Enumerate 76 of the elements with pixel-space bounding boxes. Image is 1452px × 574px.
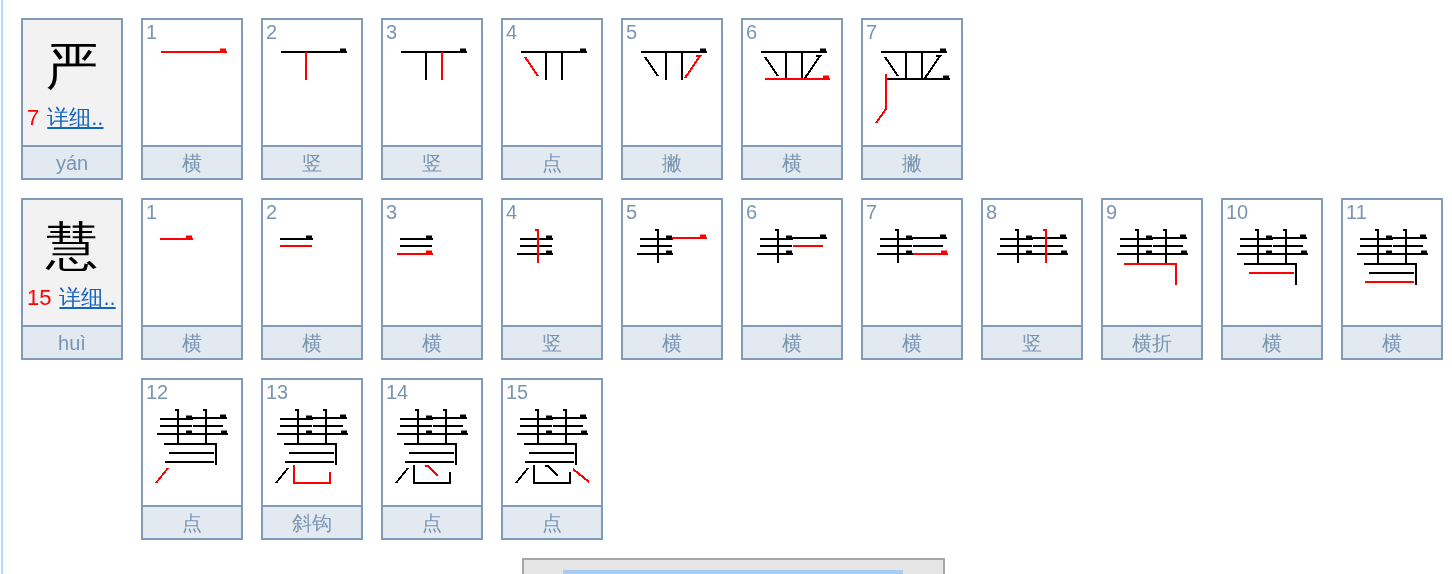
- stroke-card: [861, 198, 963, 360]
- stroke-name: 竖: [1022, 331, 1042, 354]
- stroke-name: 横折: [1132, 331, 1172, 354]
- stroke-card: [981, 198, 1083, 360]
- stroke-name: 横: [1262, 331, 1282, 354]
- stroke-name: 撇: [902, 151, 922, 174]
- stroke-number: 3: [386, 202, 398, 222]
- pinyin: yán: [55, 151, 89, 174]
- stroke-number: 4: [506, 202, 518, 222]
- stroke-number: 7: [866, 22, 878, 42]
- stroke-name: 斜钩: [292, 511, 332, 534]
- stroke-name: 横: [782, 331, 802, 354]
- stroke-card: [501, 198, 603, 360]
- stroke-count: 15: [27, 285, 52, 310]
- character: 严: [46, 38, 98, 94]
- stroke-number: 2: [266, 202, 278, 222]
- stroke-count: 7: [27, 105, 40, 130]
- stroke-number: 6: [746, 202, 758, 222]
- stroke-card: [261, 18, 363, 180]
- stroke-number: 7: [866, 202, 878, 222]
- stroke-name: 横: [182, 331, 202, 354]
- stroke-number: 5: [626, 22, 638, 42]
- stroke-name: 横: [1382, 331, 1402, 354]
- stroke-number: 9: [1106, 202, 1118, 222]
- stroke-card: [261, 378, 363, 540]
- stroke-number: 11: [1346, 202, 1367, 222]
- stroke-number: 10: [1226, 202, 1249, 222]
- pinyin: huì: [58, 331, 86, 354]
- details-link: 详细..: [47, 105, 104, 130]
- stroke-card: [1101, 198, 1203, 360]
- stroke-name: 横: [662, 331, 682, 354]
- stroke-number: 13: [266, 382, 289, 402]
- character-card: [21, 198, 123, 360]
- stroke-name: 点: [542, 151, 562, 174]
- stroke-number: 12: [146, 382, 169, 402]
- stroke-number: 5: [626, 202, 638, 222]
- stroke-name: 点: [542, 511, 562, 534]
- stroke-number: 2: [266, 22, 278, 42]
- stroke-number: 8: [986, 202, 998, 222]
- stroke-name: 竖: [302, 151, 322, 174]
- stroke-name: 横: [422, 331, 442, 354]
- stroke-name: 竖: [542, 331, 562, 354]
- character-card: [21, 18, 123, 180]
- stroke-card: [1221, 198, 1323, 360]
- stroke-card: [381, 198, 483, 360]
- stroke-card: [501, 18, 603, 180]
- stroke-card: [381, 378, 483, 540]
- stroke-number: 3: [386, 22, 398, 42]
- stroke-name: 竖: [422, 151, 442, 174]
- stroke-card: [621, 198, 723, 360]
- stroke-card: [1341, 198, 1443, 360]
- stroke-card: [141, 198, 243, 360]
- stroke-name: 点: [182, 511, 202, 534]
- stroke-name: 横: [782, 151, 802, 174]
- stroke-number: 15: [506, 382, 529, 402]
- stroke-name: 撇: [662, 151, 682, 174]
- stroke-number: 6: [746, 22, 758, 42]
- stroke-card: [381, 18, 483, 180]
- stroke-card: [861, 18, 963, 180]
- character: 慧: [46, 218, 98, 274]
- stroke-name: 横: [182, 151, 202, 174]
- stroke-name: 横: [302, 331, 322, 354]
- stroke-number: 4: [506, 22, 518, 42]
- stroke-card: [141, 378, 243, 540]
- stroke-name: 点: [422, 511, 442, 534]
- stroke-card: [261, 198, 363, 360]
- stroke-card: [141, 18, 243, 180]
- stroke-card: [501, 378, 603, 540]
- stroke-number: 1: [146, 202, 158, 222]
- stroke-card: [741, 18, 843, 180]
- stroke-card: [621, 18, 723, 180]
- stroke-number: 14: [386, 382, 409, 402]
- stroke-card: [741, 198, 843, 360]
- details-link: 详细..: [59, 285, 116, 310]
- stroke-name: 横: [902, 331, 922, 354]
- stroke-number: 1: [146, 22, 158, 42]
